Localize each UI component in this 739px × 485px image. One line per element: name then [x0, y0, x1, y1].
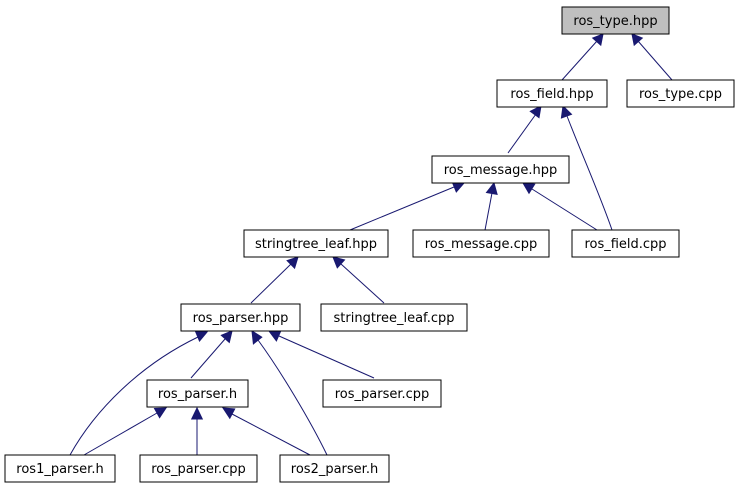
- node-label: stringtree_leaf.hpp: [255, 237, 377, 252]
- edge-stringtree-leaf-cpp-to-stringtree-leaf-hpp: [332, 256, 385, 304]
- node-label: ros1_parser.h: [16, 462, 103, 477]
- node-ros-message-cpp[interactable]: ros_message.cpp: [412, 229, 550, 258]
- edge-ros1-parser-h-to-ros-parser-hpp: [69, 330, 209, 456]
- edge-ros-parser-cpp-2-to-ros-parser-h: [190, 406, 204, 455]
- node-label: stringtree_leaf.cpp: [334, 311, 455, 326]
- node-stringtree-leaf-cpp[interactable]: stringtree_leaf.cpp: [320, 303, 468, 332]
- node-ros-type-hpp[interactable]: ros_type.hpp: [561, 6, 670, 35]
- node-stringtree-leaf-hpp[interactable]: stringtree_leaf.hpp: [243, 229, 389, 258]
- node-label: ros_field.hpp: [510, 87, 593, 102]
- node-label: ros2_parser.h: [291, 462, 378, 477]
- node-label: ros_parser.cpp: [151, 462, 246, 477]
- node-label: ros_type.hpp: [573, 14, 657, 29]
- node-label: ros_parser.hpp: [193, 311, 289, 326]
- node-ros-field-cpp[interactable]: ros_field.cpp: [571, 229, 680, 258]
- edge-ros-parser-hpp-to-stringtree-leaf-hpp: [250, 256, 299, 304]
- edge-ros-field-hpp-to-ros-type-hpp: [561, 33, 604, 81]
- node-ros-parser-cpp-1[interactable]: ros_parser.cpp: [322, 379, 442, 408]
- node-ros-parser-hpp[interactable]: ros_parser.hpp: [180, 303, 301, 332]
- edge-ros-message-cpp-to-ros-message-hpp: [484, 181, 498, 231]
- node-ros-type-cpp[interactable]: ros_type.cpp: [626, 79, 735, 108]
- edge-ros1-parser-h-to-ros-parser-h: [83, 407, 167, 456]
- edge-ros-field-cpp-to-ros-message-hpp: [522, 182, 598, 231]
- node-ros1-parser-h[interactable]: ros1_parser.h: [4, 454, 116, 483]
- node-ros-parser-h[interactable]: ros_parser.h: [146, 379, 249, 408]
- node-label: ros_field.cpp: [584, 237, 666, 252]
- node-label: ros_message.hpp: [444, 163, 558, 178]
- graph-nodes: ros_type.hpp ros_field.hpp ros_type.cpp …: [4, 6, 735, 483]
- edge-ros2-parser-h-to-ros-parser-hpp: [251, 330, 328, 456]
- edge-ros-field-cpp-to-ros-field-hpp: [560, 104, 613, 231]
- node-label: ros_parser.h: [158, 387, 237, 402]
- node-label: ros_parser.cpp: [335, 387, 430, 402]
- edge-ros-type-cpp-to-ros-type-hpp: [631, 33, 673, 81]
- node-ros-field-hpp[interactable]: ros_field.hpp: [496, 79, 608, 108]
- node-ros-parser-cpp-2[interactable]: ros_parser.cpp: [139, 454, 258, 483]
- node-ros-message-hpp[interactable]: ros_message.hpp: [431, 155, 570, 184]
- node-ros2-parser-h[interactable]: ros2_parser.h: [279, 454, 390, 483]
- edge-ros-parser-h-to-ros-parser-hpp: [190, 330, 233, 379]
- edge-stringtree-leaf-hpp-to-ros-message-hpp: [349, 181, 466, 231]
- node-label: ros_message.cpp: [425, 237, 538, 252]
- edge-ros-message-hpp-to-ros-field-hpp: [507, 105, 542, 154]
- edge-ros2-parser-h-to-ros-parser-h: [222, 407, 311, 456]
- edge-ros-parser-cpp-1-to-ros-parser-hpp: [267, 330, 375, 379]
- node-label: ros_type.cpp: [639, 87, 722, 102]
- graph-edges: [69, 33, 673, 456]
